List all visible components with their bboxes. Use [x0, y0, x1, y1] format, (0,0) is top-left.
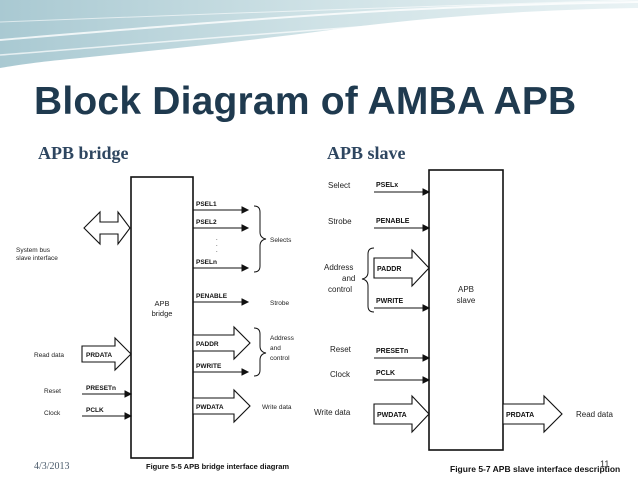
- slide-date: 4/3/2013: [34, 461, 70, 472]
- signal-psel1: PSEL1: [196, 201, 217, 208]
- reset-label: Reset: [44, 388, 61, 395]
- slave-heading: APB slave: [327, 143, 406, 163]
- paddr-bus-arrow: [192, 325, 251, 361]
- strobe-label: Strobe: [270, 300, 290, 307]
- address-label-3: control: [328, 285, 352, 294]
- signal-pwdata: PWDATA: [196, 404, 224, 411]
- page-number: 11: [600, 459, 610, 469]
- decorative-wave-header: [0, 0, 638, 68]
- read-data-label: Read data: [576, 410, 613, 419]
- signal-presetn: PRESETn: [86, 385, 116, 392]
- apb-slave-diagram: APB slave Select Strobe Address and cont…: [312, 168, 636, 476]
- signal-prdata: PRDATA: [86, 352, 112, 359]
- system-bus-label: System bus: [16, 247, 51, 254]
- read-data-label: Read data: [34, 352, 64, 359]
- bridge-block-label: APB: [154, 299, 169, 308]
- slave-figure-caption: Figure 5-7 APB slave interface descripti…: [450, 464, 620, 474]
- address-brace: [361, 247, 375, 313]
- bridge-heading: APB bridge: [38, 143, 129, 163]
- signal-pclk: PCLK: [376, 370, 395, 377]
- signal-pseln: PSELn: [196, 259, 217, 266]
- selects-brace: [253, 205, 267, 273]
- signal-prdata: PRDATA: [506, 412, 534, 419]
- signal-pwdata: PWDATA: [377, 412, 407, 419]
- prdata-bus-arrow: [502, 394, 563, 434]
- signal-psel2: PSEL2: [196, 219, 217, 226]
- slave-block-label: APB: [458, 285, 474, 294]
- signal-presetn: PRESETn: [376, 348, 408, 355]
- write-data-label: Write data: [314, 408, 351, 417]
- ellipsis-dots-3: .: [216, 248, 218, 254]
- apb-bridge-diagram: APB bridge System bus slave interface PS…: [14, 172, 304, 474]
- pwdata-bus-arrow: [192, 388, 251, 424]
- selects-label: Selects: [270, 237, 292, 244]
- signal-penable: PENABLE: [196, 293, 228, 300]
- paddr-bus-arrow: [373, 248, 430, 288]
- reset-label: Reset: [330, 345, 352, 354]
- system-bus-arrow: [83, 210, 131, 246]
- address-label-2: and: [270, 345, 281, 352]
- bridge-figure-caption: Figure 5-5 APB bridge interface diagram: [146, 462, 289, 471]
- signal-paddr: PADDR: [377, 266, 401, 273]
- prdata-bus-arrow: [81, 336, 132, 372]
- bridge-block-label-2: bridge: [152, 309, 173, 318]
- write-data-label: Write data: [262, 404, 292, 411]
- signal-pselx: PSELx: [376, 182, 398, 189]
- signal-penable: PENABLE: [376, 218, 410, 225]
- system-bus-label-2: slave interface: [16, 255, 58, 262]
- slave-block-label-2: slave: [457, 296, 476, 305]
- slave-block: [428, 169, 504, 451]
- select-label: Select: [328, 181, 351, 190]
- address-label-3: control: [270, 355, 290, 362]
- clock-label: Clock: [330, 370, 351, 379]
- clock-label: Clock: [44, 410, 61, 417]
- pwdata-bus-arrow: [373, 394, 430, 434]
- signal-pclk: PCLK: [86, 407, 104, 414]
- ellipsis-dots: .: [216, 236, 218, 242]
- signal-pwrite: PWRITE: [196, 363, 222, 370]
- address-label: Address: [324, 263, 353, 272]
- bridge-block: [130, 176, 194, 459]
- ellipsis-dots-2: .: [216, 242, 218, 248]
- signal-pwrite: PWRITE: [376, 298, 404, 305]
- address-brace: [253, 327, 267, 377]
- address-label-2: and: [342, 274, 355, 283]
- address-label: Address: [270, 335, 295, 342]
- strobe-label: Strobe: [328, 217, 352, 226]
- slide-title: Block Diagram of AMBA APB: [34, 80, 577, 123]
- signal-paddr: PADDR: [196, 341, 219, 348]
